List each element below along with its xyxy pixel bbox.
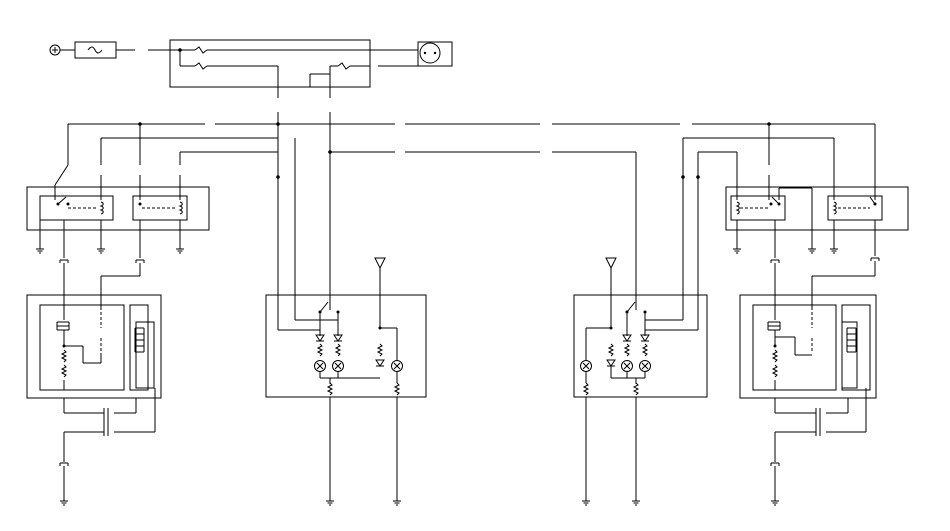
ground-icon xyxy=(631,494,641,506)
coil-icon xyxy=(100,201,104,215)
resistor-icon xyxy=(335,343,341,357)
resistor-icon xyxy=(61,349,67,363)
connector-icon xyxy=(59,259,69,264)
center-right-module xyxy=(574,138,769,506)
connector-icon xyxy=(135,259,145,264)
resistor-icon xyxy=(377,343,383,357)
resistor-icon xyxy=(327,382,333,396)
right-relay-module xyxy=(726,124,908,320)
resistor-icon xyxy=(61,364,67,378)
ground-icon xyxy=(35,242,45,254)
led-icon xyxy=(375,359,385,367)
lamp-icon xyxy=(580,360,592,372)
ground-icon xyxy=(807,242,817,254)
right-heater-module xyxy=(740,295,876,506)
ground-icon xyxy=(829,242,839,254)
resistor-icon xyxy=(608,343,614,357)
led-icon xyxy=(606,359,616,367)
battery-plus-icon xyxy=(50,45,60,55)
top-supply-section xyxy=(50,40,452,87)
resistor-icon xyxy=(624,343,630,357)
ground-icon xyxy=(581,494,591,506)
left-relay-module xyxy=(27,124,278,320)
resistor-icon xyxy=(633,382,639,396)
center-left-module xyxy=(266,124,426,506)
ground-icon xyxy=(59,494,69,506)
resistor-icon xyxy=(583,382,589,396)
connector-icon xyxy=(59,462,69,467)
lamp-icon xyxy=(639,360,651,372)
ground-icon xyxy=(325,494,335,506)
lamp-icon xyxy=(418,42,452,66)
resistor-icon xyxy=(394,382,400,396)
top-relay-box xyxy=(170,40,370,87)
ground-icon xyxy=(175,242,185,254)
antenna-icon xyxy=(374,257,386,269)
resistor-icon xyxy=(642,343,648,357)
left-heater-module xyxy=(27,295,161,506)
coil-icon xyxy=(833,201,837,215)
ground-icon xyxy=(732,242,742,254)
connector-icon xyxy=(770,259,780,264)
resistor-icon xyxy=(772,364,778,378)
bus-lines xyxy=(68,87,875,300)
resistor-icon xyxy=(772,349,778,363)
ground-icon xyxy=(96,242,106,254)
ground-icon xyxy=(770,494,780,506)
lamp-icon xyxy=(332,360,344,372)
coil-icon xyxy=(179,201,183,215)
ground-icon xyxy=(392,494,402,506)
connector-icon xyxy=(870,257,880,262)
lamp-icon xyxy=(621,360,633,372)
antenna-icon xyxy=(605,257,617,269)
resistor-icon xyxy=(317,343,323,357)
fuse-icon xyxy=(75,42,116,58)
lamp-icon xyxy=(314,360,326,372)
coil-icon xyxy=(736,201,740,215)
lamp-icon xyxy=(391,360,403,372)
connector-icon xyxy=(770,462,780,467)
